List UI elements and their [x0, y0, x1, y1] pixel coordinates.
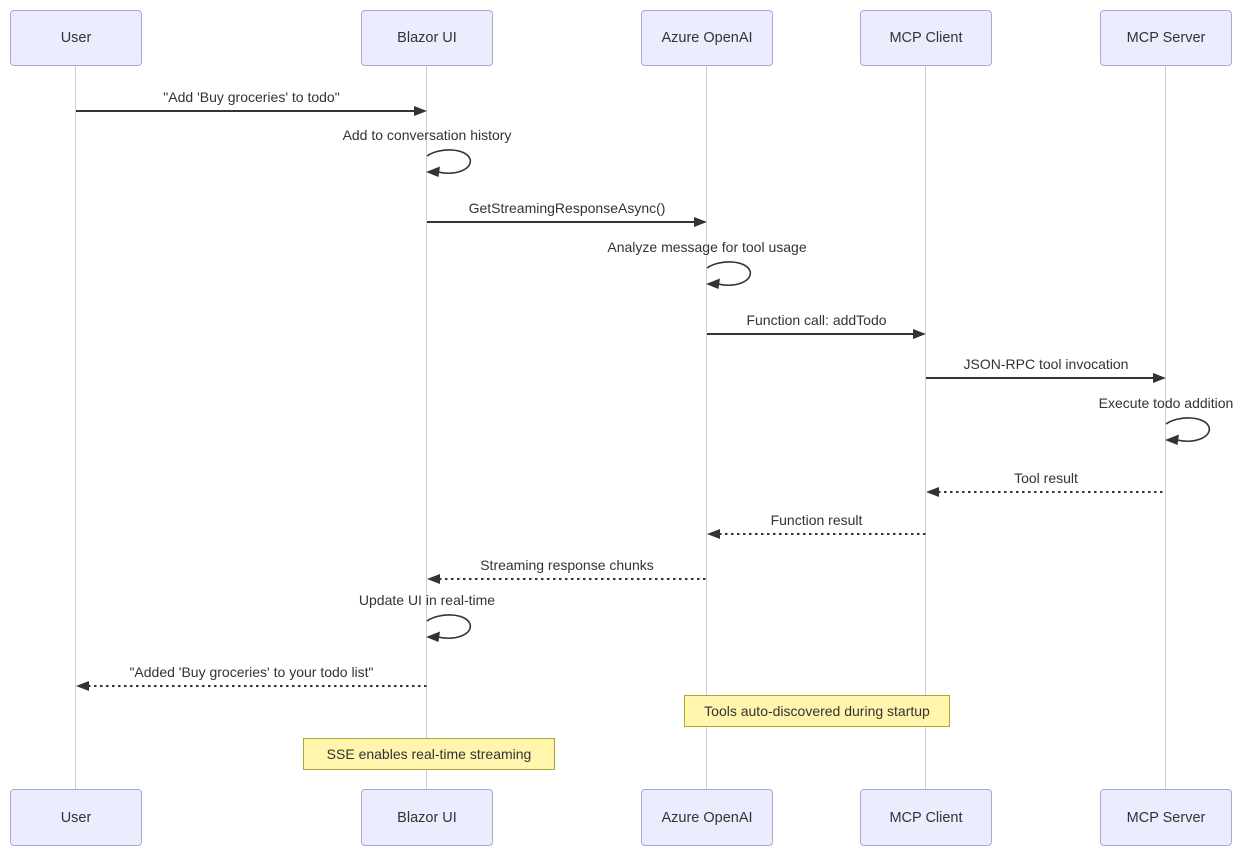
arrowhead-right-icon — [913, 329, 926, 339]
actor-label: MCP Client — [889, 30, 963, 46]
message-label-tool-result: Tool result — [1014, 470, 1078, 486]
actor-label: User — [60, 809, 92, 826]
arrowhead-right-icon — [1153, 373, 1166, 383]
note-label: SSE enables real-time streaming — [326, 746, 532, 762]
actor-label: Blazor UI — [397, 30, 457, 46]
actor-top-mcp-server: MCP Server — [1100, 10, 1232, 66]
actor-bottom-mcp-server: MCP Server — [1100, 789, 1232, 846]
message-label-conversation-history: Add to conversation history — [342, 127, 512, 143]
lifeline-blazor-ui — [426, 66, 427, 790]
message-line-dashed — [439, 578, 707, 580]
lifeline-mcp-client — [925, 66, 926, 790]
note-sse-streaming: SSE enables real-time streaming — [303, 738, 555, 770]
self-loop-arrow-icon — [1165, 417, 1211, 445]
lifeline-mcp-server — [1165, 66, 1166, 790]
note-tools-auto-discovered: Tools auto-discovered during startup — [684, 695, 950, 727]
message-label-streaming-chunks: Streaming response chunks — [480, 557, 654, 573]
message-line-dashed — [88, 685, 427, 687]
arrowhead-right-icon — [414, 106, 427, 116]
message-label-add-todo: "Add 'Buy groceries' to todo" — [163, 89, 340, 105]
actor-label: MCP Server — [1126, 30, 1206, 46]
self-loop-arrow-icon — [426, 149, 472, 177]
message-line — [76, 110, 415, 112]
arrowhead-left-icon — [427, 574, 440, 584]
actor-bottom-blazor-ui: Blazor UI — [361, 789, 493, 846]
actor-top-mcp-client: MCP Client — [860, 10, 992, 66]
actor-bottom-mcp-client: MCP Client — [860, 789, 992, 846]
note-label: Tools auto-discovered during startup — [704, 703, 930, 719]
message-label-json-rpc: JSON-RPC tool invocation — [963, 356, 1129, 372]
actor-top-azure-openai: Azure OpenAI — [641, 10, 773, 66]
message-label-get-streaming: GetStreamingResponseAsync() — [468, 200, 666, 216]
actor-label: Azure OpenAI — [661, 809, 753, 826]
actor-label: MCP Server — [1126, 809, 1206, 826]
self-loop-arrow-icon — [426, 614, 472, 642]
actor-top-user: User — [10, 10, 142, 66]
message-line-dashed — [938, 491, 1166, 493]
message-label-function-call: Function call: addTodo — [746, 312, 887, 328]
message-line — [707, 333, 914, 335]
arrowhead-left-icon — [707, 529, 720, 539]
actor-bottom-user: User — [10, 789, 142, 846]
message-label-analyze-message: Analyze message for tool usage — [607, 239, 807, 255]
self-loop-arrow-icon — [706, 261, 752, 289]
actor-label: User — [60, 30, 92, 46]
arrowhead-left-icon — [76, 681, 89, 691]
actor-label: MCP Client — [889, 809, 963, 826]
arrowhead-right-icon — [694, 217, 707, 227]
actor-top-blazor-ui: Blazor UI — [361, 10, 493, 66]
message-line-dashed — [719, 533, 926, 535]
message-label-update-ui: Update UI in real-time — [358, 592, 496, 608]
lifeline-azure-openai — [706, 66, 707, 790]
actor-bottom-azure-openai: Azure OpenAI — [641, 789, 773, 846]
message-line — [427, 221, 695, 223]
arrowhead-left-icon — [926, 487, 939, 497]
message-label-added-confirmation: "Added 'Buy groceries' to your todo list… — [129, 664, 374, 680]
lifeline-user — [75, 66, 76, 790]
actor-label: Blazor UI — [397, 809, 457, 826]
actor-label: Azure OpenAI — [661, 30, 753, 46]
message-line — [926, 377, 1154, 379]
message-label-function-result: Function result — [770, 512, 863, 528]
message-label-execute-todo: Execute todo addition — [1098, 395, 1234, 411]
